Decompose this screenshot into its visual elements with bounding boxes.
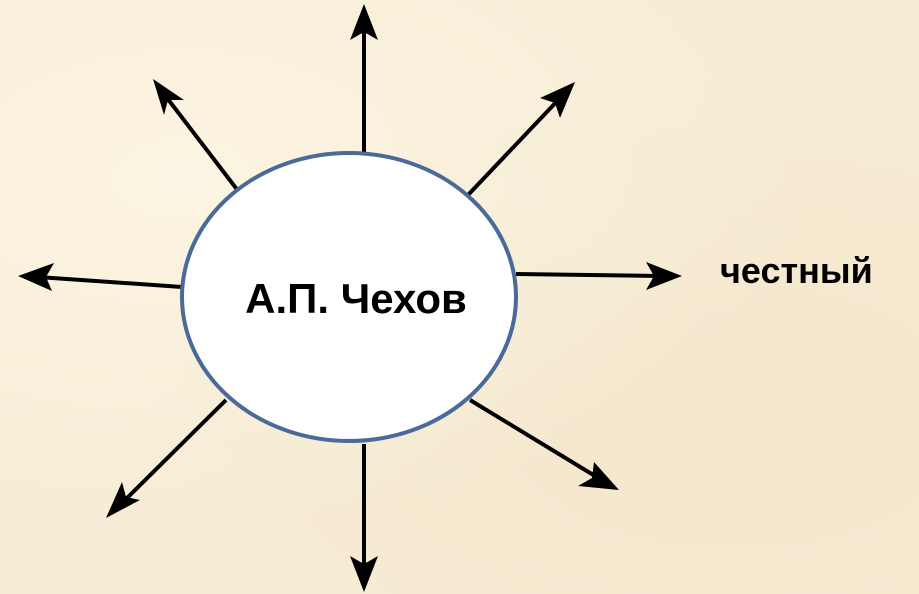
arrow-down-right xyxy=(468,398,619,490)
center-node xyxy=(180,151,518,443)
arrow-up xyxy=(350,4,378,152)
arrow-up-left xyxy=(153,79,244,198)
arrows-group xyxy=(18,4,682,592)
branch-label-right: честный xyxy=(720,250,873,291)
arrow-left xyxy=(18,263,183,291)
arrow-right xyxy=(515,262,682,290)
center-label: А.П. Чехов xyxy=(245,275,467,322)
arrow-down xyxy=(350,444,378,592)
arrow-up-right xyxy=(466,82,575,197)
arrow-down-left xyxy=(106,398,228,518)
